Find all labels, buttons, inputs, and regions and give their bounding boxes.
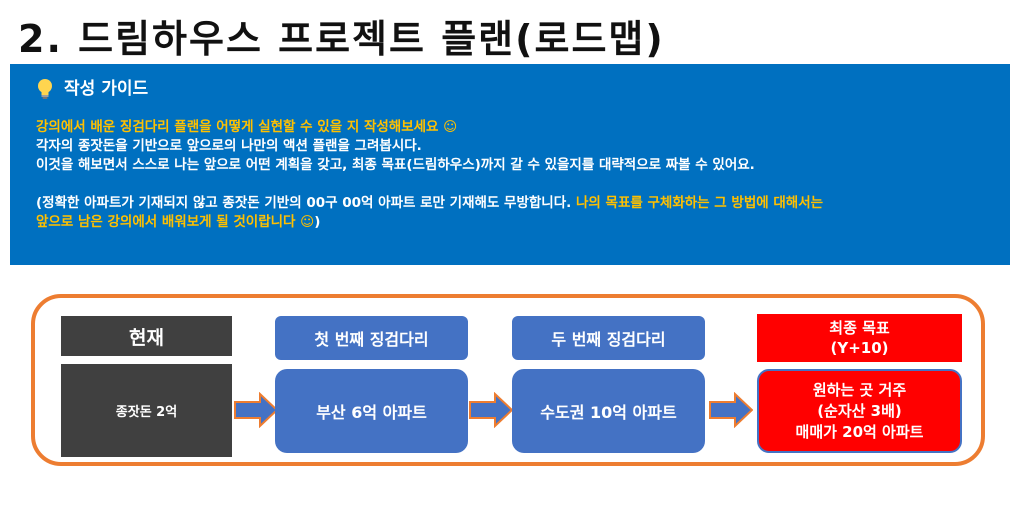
final-goal-target: 원하는 곳 거주 (순자산 3배) 매매가 20억 아파트 <box>757 369 962 453</box>
roadmap-frame <box>31 294 985 466</box>
current-seed-money-label: 종잣돈 2억 <box>115 405 178 420</box>
current-header-label: 현재 <box>129 326 164 349</box>
guide-header: 작성 가이드 <box>36 78 984 100</box>
final-goal-year: (Y+10) <box>830 339 889 357</box>
arrow-right-icon <box>234 392 278 428</box>
lightbulb-icon <box>38 79 52 99</box>
arrow-right-icon <box>709 392 753 428</box>
guide-note-highlight: 나의 목표를 구체화하는 그 방법에 대해서는 <box>571 195 824 211</box>
current-seed-money: 종잣돈 2억 <box>61 364 232 457</box>
guide-note-close: ) <box>314 214 321 230</box>
guide-line-3: 이것을 해보면서 스스로 나는 앞으로 어떤 계획을 갖고, 최종 목표(드림하… <box>36 157 755 173</box>
step2-header: 두 번째 징검다리 <box>512 316 705 360</box>
current-header: 현재 <box>61 316 232 356</box>
arrow-right-icon <box>469 392 513 428</box>
guide-note-highlight-2: 앞으로 남은 강의에서 배워보게 될 것이랍니다 ☺ <box>36 214 315 230</box>
final-goal-line-3: 매매가 20억 아파트 <box>795 422 924 441</box>
guide-heading: 작성 가이드 <box>64 78 149 99</box>
step2-target: 수도권 10억 아파트 <box>512 369 705 453</box>
page-title: 2. 드림하우스 프로젝트 플랜(로드맵) <box>18 17 665 61</box>
final-goal-title: 최종 목표 <box>829 319 890 337</box>
guide-line-1: 강의에서 배운 징검다리 플랜을 어떻게 실현할 수 있을 지 작성해보세요 ☺ <box>36 119 458 135</box>
guide-line-5: 앞으로 남은 강의에서 배워보게 될 것이랍니다 ☺) <box>36 213 984 232</box>
writing-guide-panel: 작성 가이드 강의에서 배운 징검다리 플랜을 어떻게 실현할 수 있을 지 작… <box>10 64 1010 265</box>
guide-line-4: (정확한 아파트가 기재되지 않고 종잣돈 기반의 00구 00억 아파트 로만… <box>36 194 984 213</box>
step2-target-label: 수도권 10억 아파트 <box>540 403 677 422</box>
final-goal-line-2: (순자산 3배) <box>817 401 902 420</box>
step1-target: 부산 6억 아파트 <box>275 369 468 453</box>
step2-header-label: 두 번째 징검다리 <box>551 330 666 349</box>
step1-header: 첫 번째 징검다리 <box>275 316 468 360</box>
final-goal-header: 최종 목표 (Y+10) <box>757 314 962 362</box>
final-goal-line-1: 원하는 곳 거주 <box>812 380 907 399</box>
step1-header-label: 첫 번째 징검다리 <box>314 330 429 349</box>
guide-line-2: 각자의 종잣돈을 기반으로 앞으로의 나만의 액션 플랜을 그려봅시다. <box>36 138 422 154</box>
step1-target-label: 부산 6억 아파트 <box>316 403 427 422</box>
guide-note-text: (정확한 아파트가 기재되지 않고 종잣돈 기반의 00구 00억 아파트 로만… <box>36 195 572 211</box>
